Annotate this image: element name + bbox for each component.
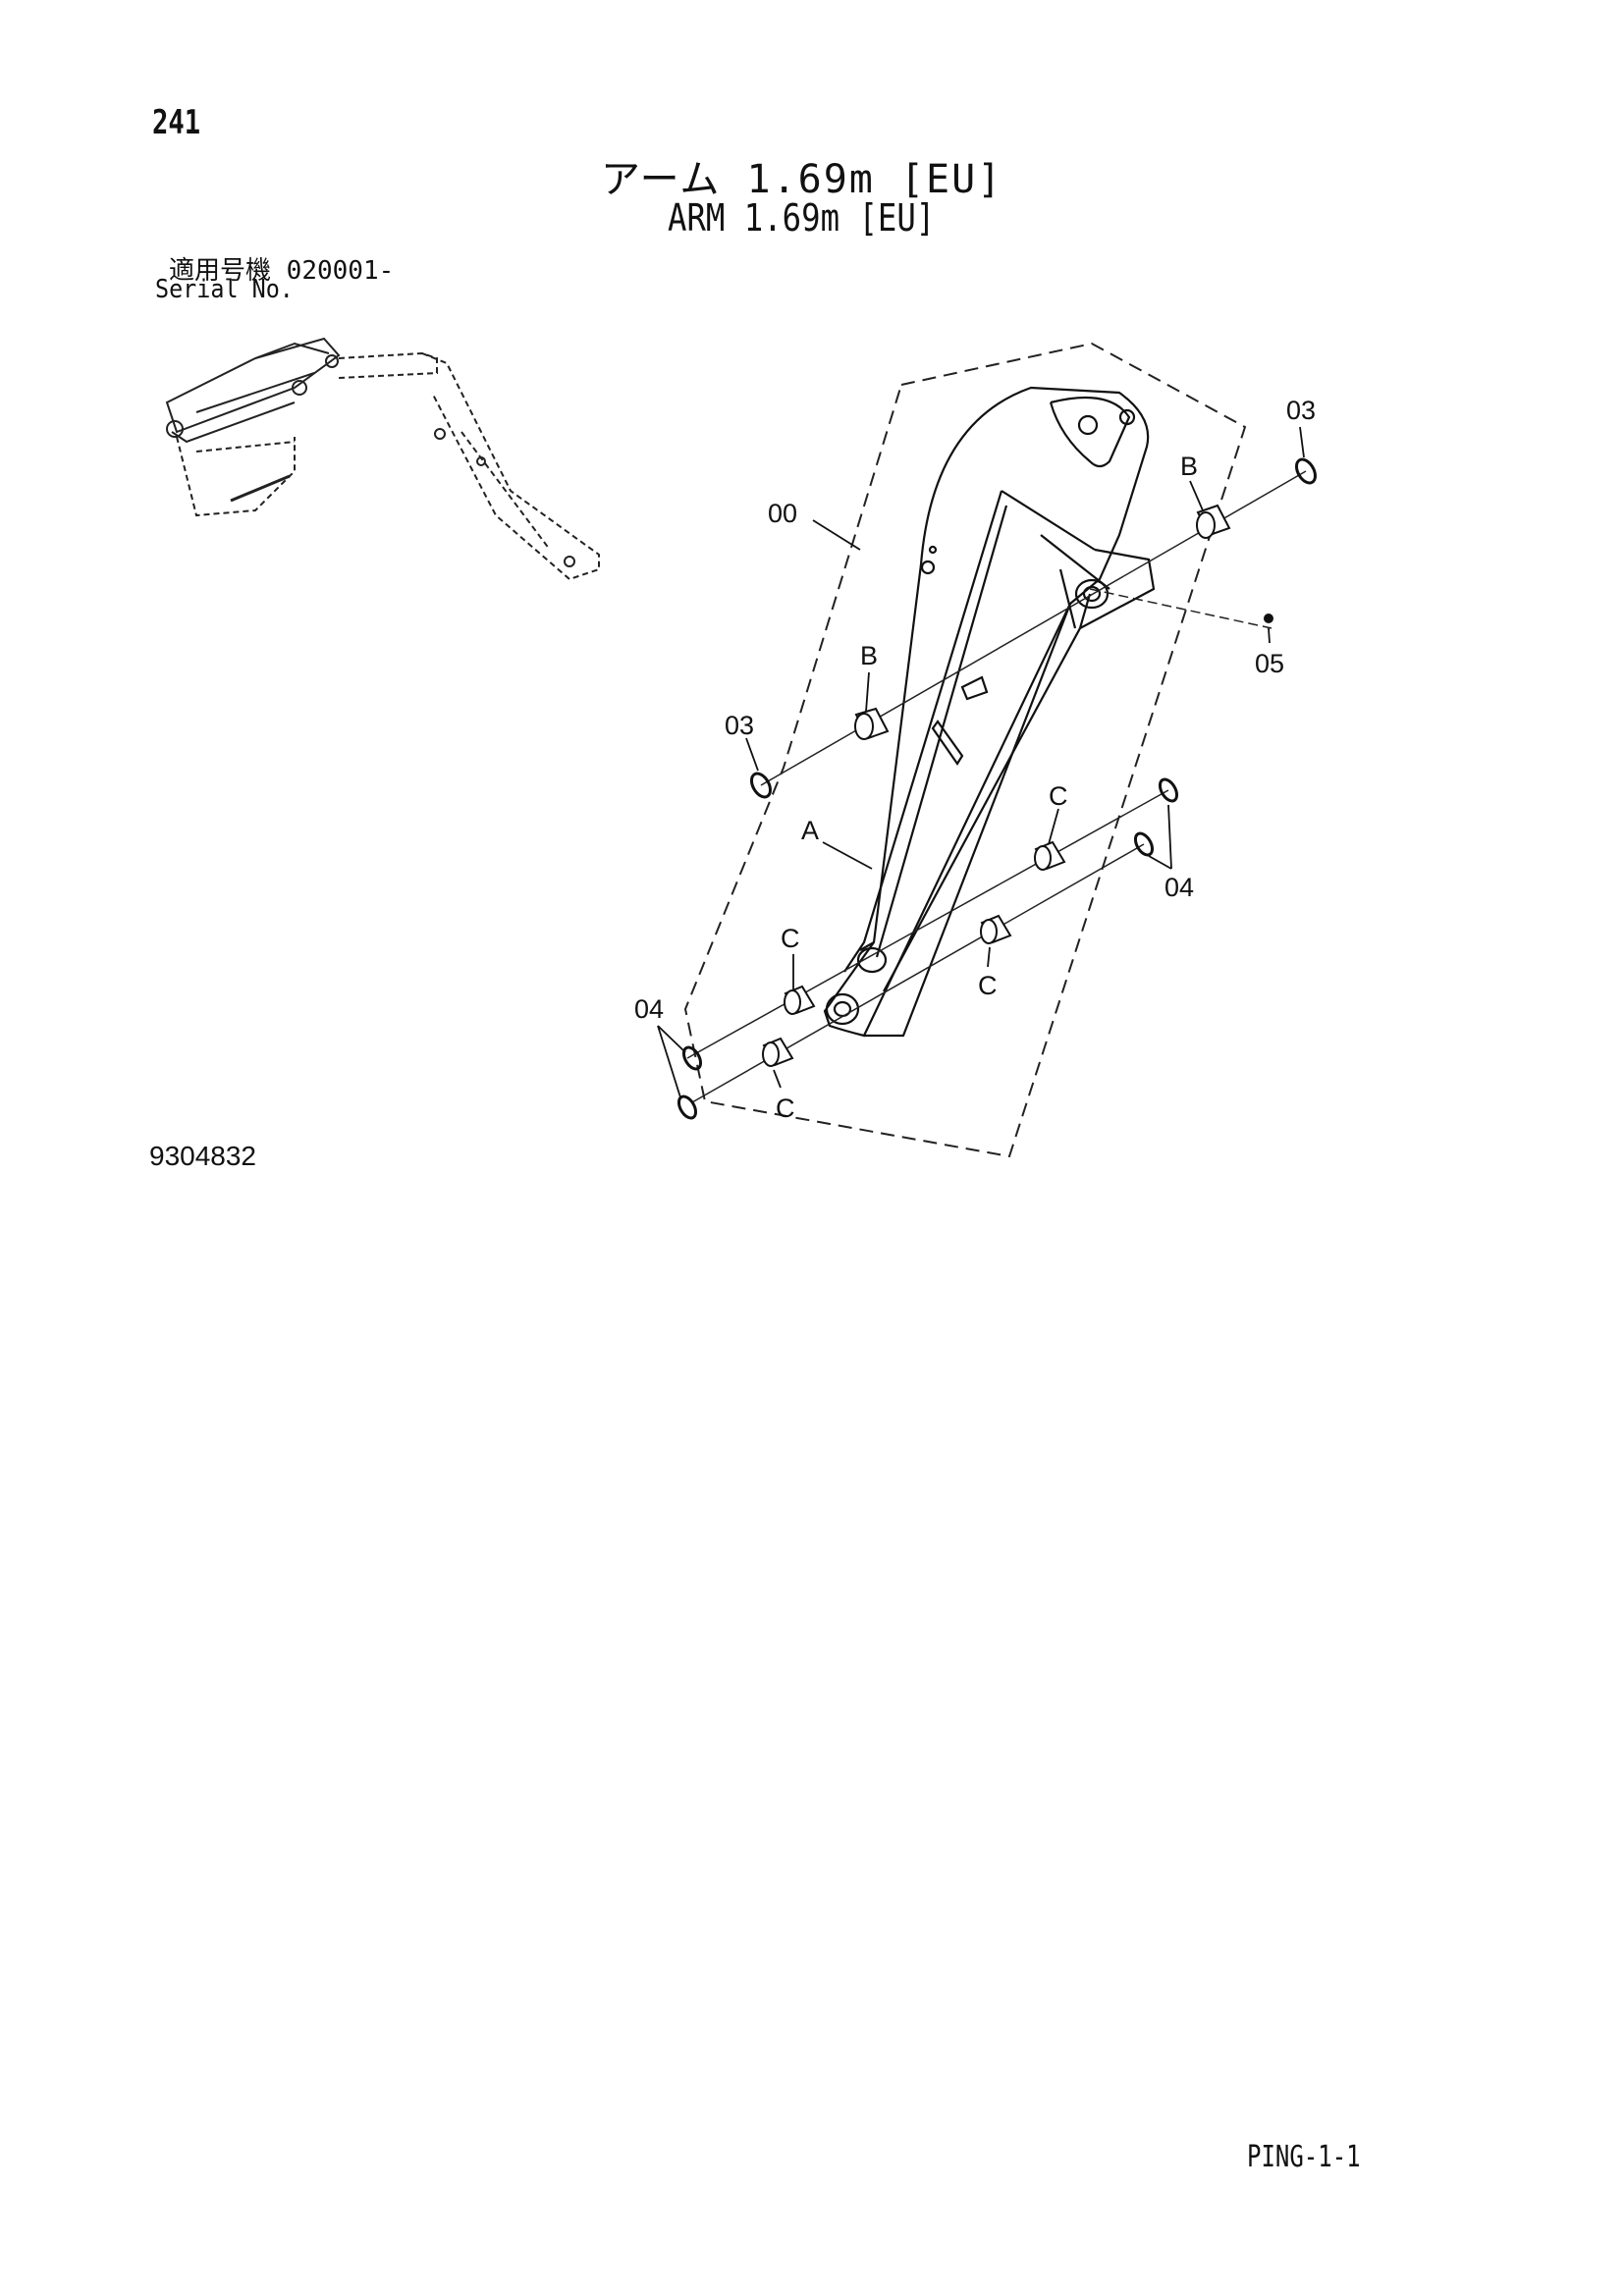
title-english: ARM 1.69m [EU] — [668, 196, 936, 240]
callout-c-lower-left: C — [776, 1094, 795, 1123]
callout-05: 05 — [1255, 649, 1284, 678]
callout-03-left: 03 — [725, 711, 754, 740]
callout-b-left: B — [860, 641, 878, 670]
drawing-number: 9304832 — [149, 1141, 257, 1171]
ring-04-upper-right — [1158, 777, 1179, 803]
bushing-c-lower-left — [762, 1037, 794, 1067]
grease-fitting-05 — [1264, 614, 1273, 623]
ring-04-lower-left — [677, 1095, 698, 1120]
ring-04-upper-left — [681, 1045, 703, 1071]
arm-body — [823, 386, 1156, 1038]
callout-00: 00 — [768, 499, 797, 528]
serial-label-japanese: 適用号機 020001- — [169, 250, 394, 287]
serial-label-jp-text: 適用号機 — [169, 256, 272, 286]
overview-thumbnail — [165, 337, 600, 581]
assembly-boundary — [683, 342, 1247, 1158]
callout-04-left: 04 — [634, 994, 664, 1024]
serial-label-english: Serial No. — [155, 275, 294, 304]
callout-c-upper-left: C — [781, 924, 800, 953]
page-number: 241 — [152, 103, 201, 142]
ring-03-right — [1295, 457, 1317, 485]
bushing-b-right — [1196, 504, 1231, 539]
bushing-c-upper-left — [784, 985, 816, 1015]
callout-a: A — [801, 816, 819, 845]
callout-c-upper-right: C — [1049, 781, 1068, 811]
callout-03-right: 03 — [1286, 396, 1316, 425]
ring-04-lower-right — [1133, 831, 1155, 857]
callout-04-right: 04 — [1164, 873, 1194, 902]
page-code: PING-1-1 — [1247, 2140, 1361, 2174]
leader-lines — [657, 426, 1305, 1098]
title-japanese: アーム 1.69m [EU] — [601, 157, 1003, 202]
callout-c-lower-right: C — [978, 971, 998, 1000]
serial-value: 020001- — [286, 256, 395, 286]
callout-b-right: B — [1180, 452, 1198, 481]
bushing-c-lower-right — [980, 914, 1012, 944]
ring-03-left — [750, 772, 772, 799]
bushing-b-left — [854, 707, 890, 740]
bushing-c-upper-right — [1034, 840, 1066, 871]
